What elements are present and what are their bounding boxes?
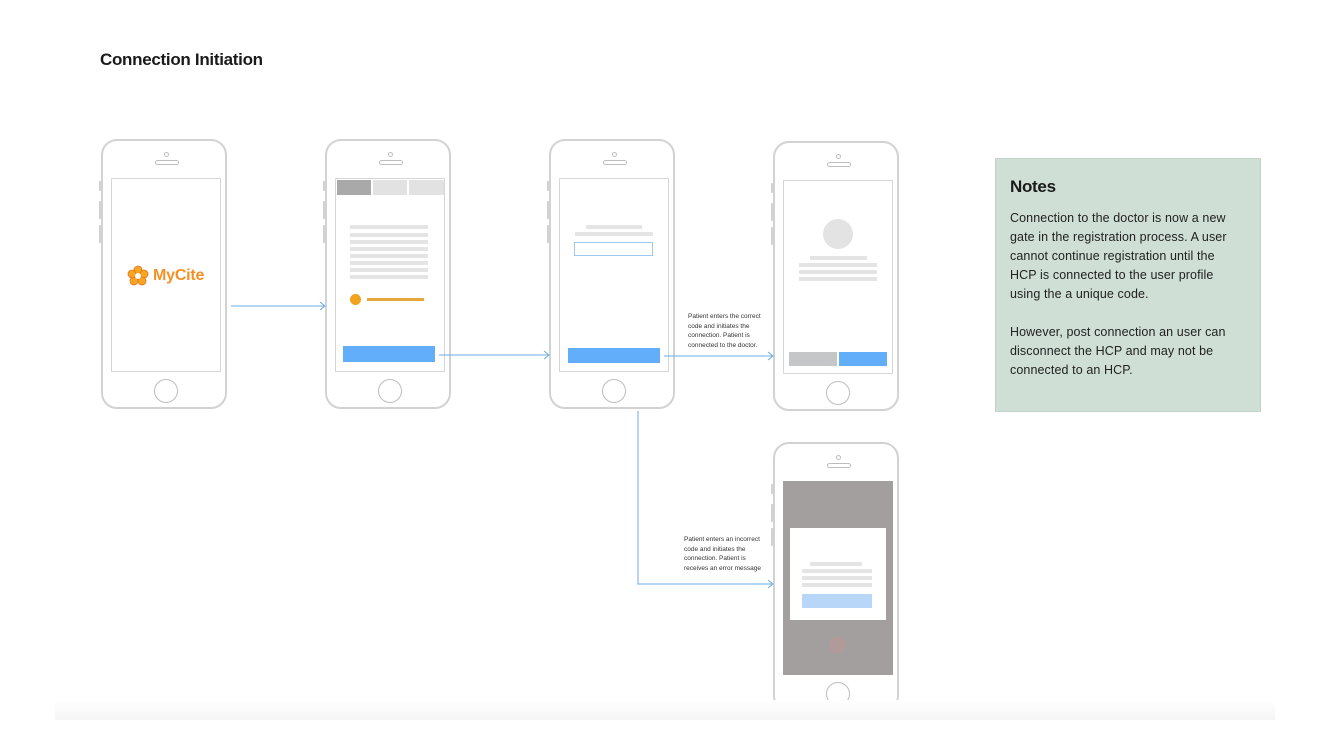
annotation-error: Patient enters an incorrect code and ini…	[684, 536, 761, 572]
mycite-logo: MyCite	[127, 265, 204, 287]
notes-panel: Notes Connection to the doctor is now a …	[995, 158, 1261, 412]
phone-error	[771, 442, 899, 712]
annotation-success: Patient enters the correct code and init…	[688, 313, 761, 349]
tab-2[interactable]	[373, 180, 407, 195]
phone-splash: MyCite	[99, 139, 227, 409]
disconnect-button[interactable]	[789, 352, 837, 366]
home-button	[602, 379, 626, 403]
next-button[interactable]	[839, 352, 887, 366]
phone-connected	[771, 141, 899, 411]
tab-3[interactable]	[409, 180, 444, 195]
terms-screen	[335, 178, 445, 372]
page-title: Connection Initiation	[100, 50, 263, 69]
progress-dot	[350, 294, 361, 305]
connect-button[interactable]	[568, 348, 660, 363]
dimmed-avatar	[829, 637, 846, 654]
tab-1[interactable]	[337, 180, 371, 195]
connected-screen	[783, 180, 893, 374]
error-screen	[783, 481, 893, 675]
error-ok-button[interactable]	[802, 594, 872, 608]
home-button	[154, 379, 178, 403]
continue-button[interactable]	[343, 346, 435, 362]
progress-line	[367, 298, 424, 301]
home-button	[378, 379, 402, 403]
phone-code-entry	[547, 139, 675, 409]
phone-terms	[323, 139, 451, 409]
code-input[interactable]	[574, 242, 653, 256]
code-entry-screen	[559, 178, 669, 372]
notes-title: Notes	[1010, 177, 1056, 196]
notes-paragraph-1: Connection to the doctor is now a new ga…	[1010, 211, 1227, 301]
bottom-fade	[55, 700, 1275, 720]
doctor-avatar	[823, 219, 853, 249]
notes-paragraph-2: However, post connection an user can dis…	[1010, 325, 1226, 377]
error-modal	[790, 528, 886, 620]
home-button	[826, 381, 850, 405]
flower-logo-icon	[127, 265, 149, 286]
logo-text: MyCite	[153, 267, 205, 284]
splash-screen: MyCite	[111, 178, 221, 372]
